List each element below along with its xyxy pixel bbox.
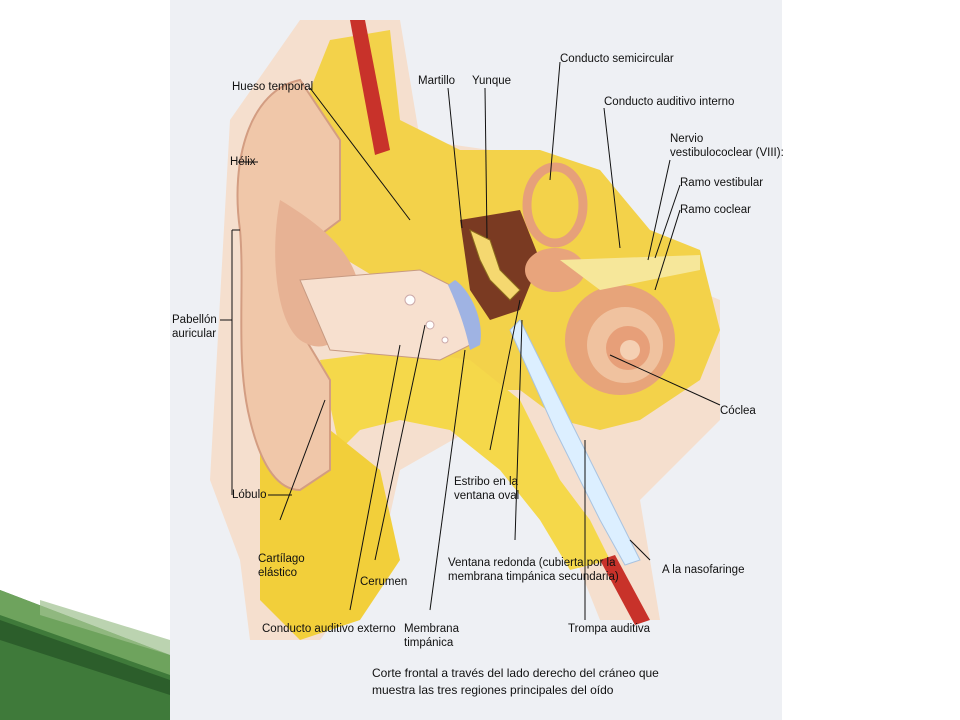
label-conducto-semicircular: Conducto semicircular [560,53,674,65]
ossicles [469,229,521,301]
label-nervio-vestibulococlear: Nervio vestibulococlear (VIII): [670,133,784,159]
label-helix: Hélix [230,156,256,168]
cerumen-particle [441,336,449,344]
label-ramo-coclear: Ramo coclear [680,204,751,216]
label-ramo-vestibular: Ramo vestibular [680,177,764,189]
vestibulocochlear-nerve [560,255,700,290]
label-hueso-temporal: Hueso temporal [232,81,314,93]
blood-vessel-lower [600,555,650,625]
auditory-tube [509,319,641,566]
label-cartilago-elastico: Cartílago elástico [258,553,305,579]
semicircular-canal [522,162,588,248]
label-pabellon-auricular: Pabellón auricular [172,314,217,340]
label-yunque: Yunque [472,75,512,87]
cerumen-particle [425,320,435,330]
label-martillo: Martillo [418,75,456,87]
figure-caption: Corte frontal a través del lado derecho … [372,666,659,697]
decorative-green-ribbon [0,590,170,720]
label-conducto-auditivo-externo: Conducto auditivo externo [262,623,396,635]
leader-lines [220,61,721,620]
label-cerumen: Cerumen [360,576,408,588]
label-nasofaringe: A la nasofaringe [662,564,745,576]
blood-vessel [350,20,390,155]
cerumen-particle [404,294,416,306]
label-coclea: Cóclea [720,405,756,417]
label-estribo: Estribo en la ventana oval [454,476,520,502]
cochlea-core [620,340,640,360]
label-trompa-auditiva: Trompa auditiva [568,623,651,635]
bone-lower [320,350,610,570]
vestibule [525,248,585,292]
label-lobulo: Lóbulo [232,489,267,501]
label-ventana-redonda: Ventana redonda (cubierta por la membran… [448,557,619,583]
label-conducto-auditivo-interno: Conducto auditivo interno [604,96,735,108]
label-membrana-timpanica: Membrana timpánica [404,623,459,649]
tympanic-membrane [448,280,481,350]
